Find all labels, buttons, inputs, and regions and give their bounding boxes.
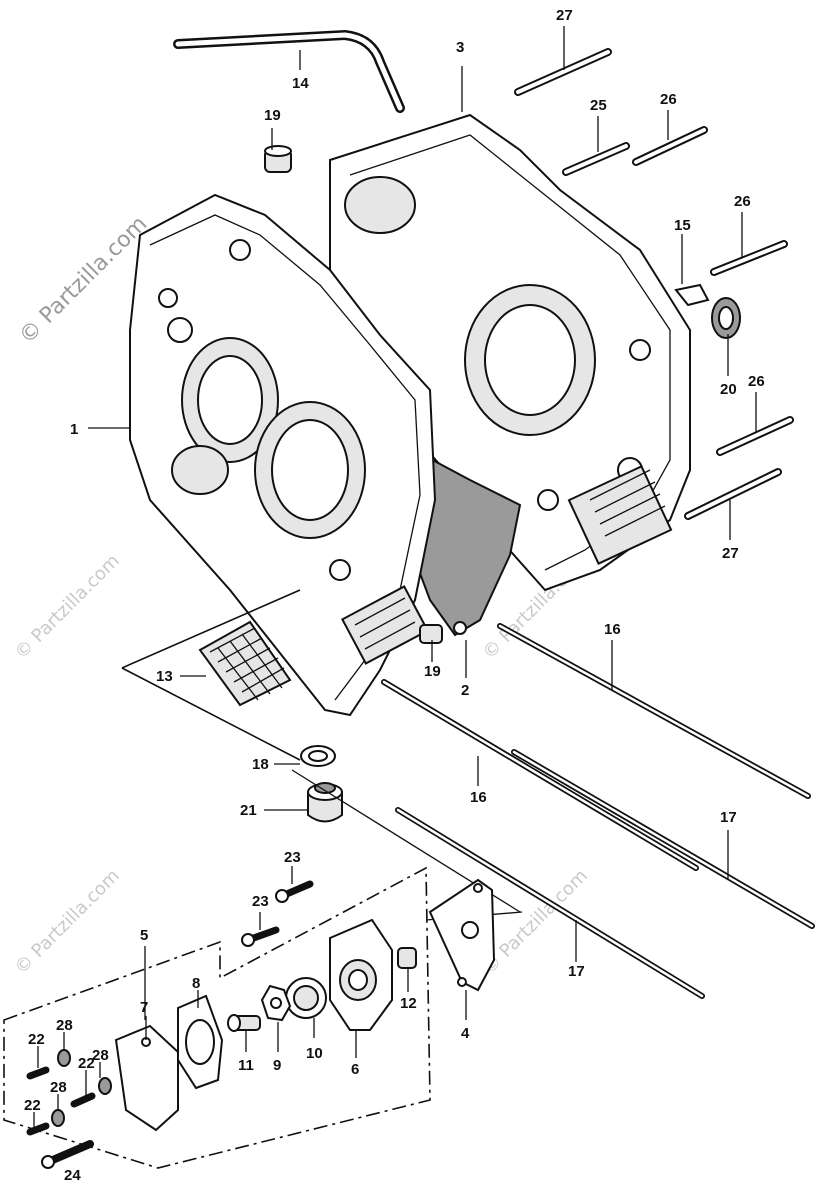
part-12-collar	[397, 947, 417, 969]
part-10-outer-rotor	[285, 977, 327, 1019]
callout-4: 4	[461, 1025, 470, 1042]
callout-28-2: 28	[92, 1047, 109, 1064]
part-26-bolt-lower	[716, 416, 794, 456]
callout-15: 15	[674, 217, 691, 234]
part-14-breather-tube	[173, 29, 405, 113]
part-16-stud-lower	[381, 679, 699, 871]
callout-27-top: 27	[556, 7, 573, 24]
part-7-pump-cover	[114, 1024, 179, 1132]
callout-22-3: 22	[24, 1097, 41, 1114]
callout-1: 1	[70, 421, 78, 438]
part-8-cover-gasket	[177, 994, 224, 1090]
part-20-oil-seal	[711, 297, 741, 339]
part-23-screw-lower	[241, 926, 280, 947]
callout-22-1: 22	[28, 1031, 45, 1048]
part-17-stud-lower	[395, 807, 705, 999]
callout-22-2: 22	[78, 1055, 95, 1072]
part-19-dowel-pin-bottom	[419, 624, 443, 644]
callout-3: 3	[456, 39, 464, 56]
callout-14: 14	[292, 75, 309, 92]
callout-13: 13	[156, 668, 173, 685]
callout-12: 12	[400, 995, 417, 1012]
callout-8: 8	[192, 975, 200, 992]
part-4-pump-gasket	[428, 878, 496, 992]
watermark-text: © Partzilla.com	[11, 550, 124, 663]
part-15-clamp	[674, 283, 710, 307]
callout-11: 11	[238, 1057, 254, 1074]
callout-5: 5	[140, 927, 148, 944]
callout-26-lower: 26	[748, 373, 765, 390]
callout-16-upper: 16	[604, 621, 621, 638]
callout-6: 6	[351, 1061, 359, 1078]
watermark-text: © Partzilla.com	[479, 865, 592, 978]
callout-labels: 1 2 3 4 5 6 7 8 9 10 11 12 13 14 15 16 1…	[24, 7, 765, 1184]
callout-23-lower: 23	[252, 893, 269, 910]
part-21-drain-plug	[307, 782, 343, 823]
part-1-left-crankcase	[129, 193, 437, 717]
callout-25: 25	[590, 97, 607, 114]
callout-19-top: 19	[264, 107, 281, 124]
callout-7: 7	[140, 999, 148, 1016]
part-13-oil-screen	[121, 589, 301, 761]
part-22-screw-1	[26, 1066, 50, 1080]
part-27-bolt-top	[514, 48, 612, 96]
callout-17-lower: 17	[568, 963, 585, 980]
callout-24: 24	[64, 1167, 81, 1184]
callout-26-middle: 26	[734, 193, 751, 210]
callout-2: 2	[461, 682, 469, 699]
part-3-right-crankcase	[329, 113, 691, 592]
part-25-bolt	[562, 142, 630, 176]
part-26-bolt-middle	[710, 240, 788, 276]
studs	[381, 623, 815, 999]
part-28-washer-2	[98, 1077, 112, 1095]
part-16-stud-upper	[497, 623, 811, 799]
part-6-pump-body	[329, 918, 393, 1031]
callout-9: 9	[273, 1057, 281, 1074]
part-19-dowel-pin-top	[264, 145, 292, 173]
callout-18: 18	[252, 756, 269, 773]
part-27-bolt-bottom	[684, 468, 782, 520]
part-24-long-screw	[41, 1140, 94, 1169]
leader-lines	[33, 26, 757, 1128]
part-11-shaft	[227, 1014, 261, 1032]
callout-17-upper: 17	[720, 809, 737, 826]
callout-20: 20	[720, 381, 737, 398]
part-26-bolt-top	[632, 126, 708, 166]
part-17-stud-upper	[511, 749, 815, 929]
part-22-screw-2	[70, 1092, 96, 1108]
watermark-text: © Partzilla.com	[11, 865, 124, 978]
callout-27-bottom: 27	[722, 545, 739, 562]
callout-19-bottom: 19	[424, 663, 441, 680]
callout-21: 21	[240, 802, 257, 819]
part-18-sealing-washer	[300, 745, 336, 767]
part-9-inner-rotor	[260, 984, 292, 1022]
part-22-screw-3	[26, 1122, 50, 1136]
callout-16-lower: 16	[470, 789, 487, 806]
callout-10: 10	[306, 1045, 323, 1062]
bolts-right-side	[514, 48, 794, 520]
callout-23-upper: 23	[284, 849, 301, 866]
part-23-screw-upper	[275, 880, 314, 903]
part-28-washer-3	[51, 1109, 65, 1127]
callout-28-1: 28	[56, 1017, 73, 1034]
part-28-washer-1	[57, 1049, 71, 1067]
callout-28-3: 28	[50, 1079, 67, 1096]
callout-26-top: 26	[660, 91, 677, 108]
